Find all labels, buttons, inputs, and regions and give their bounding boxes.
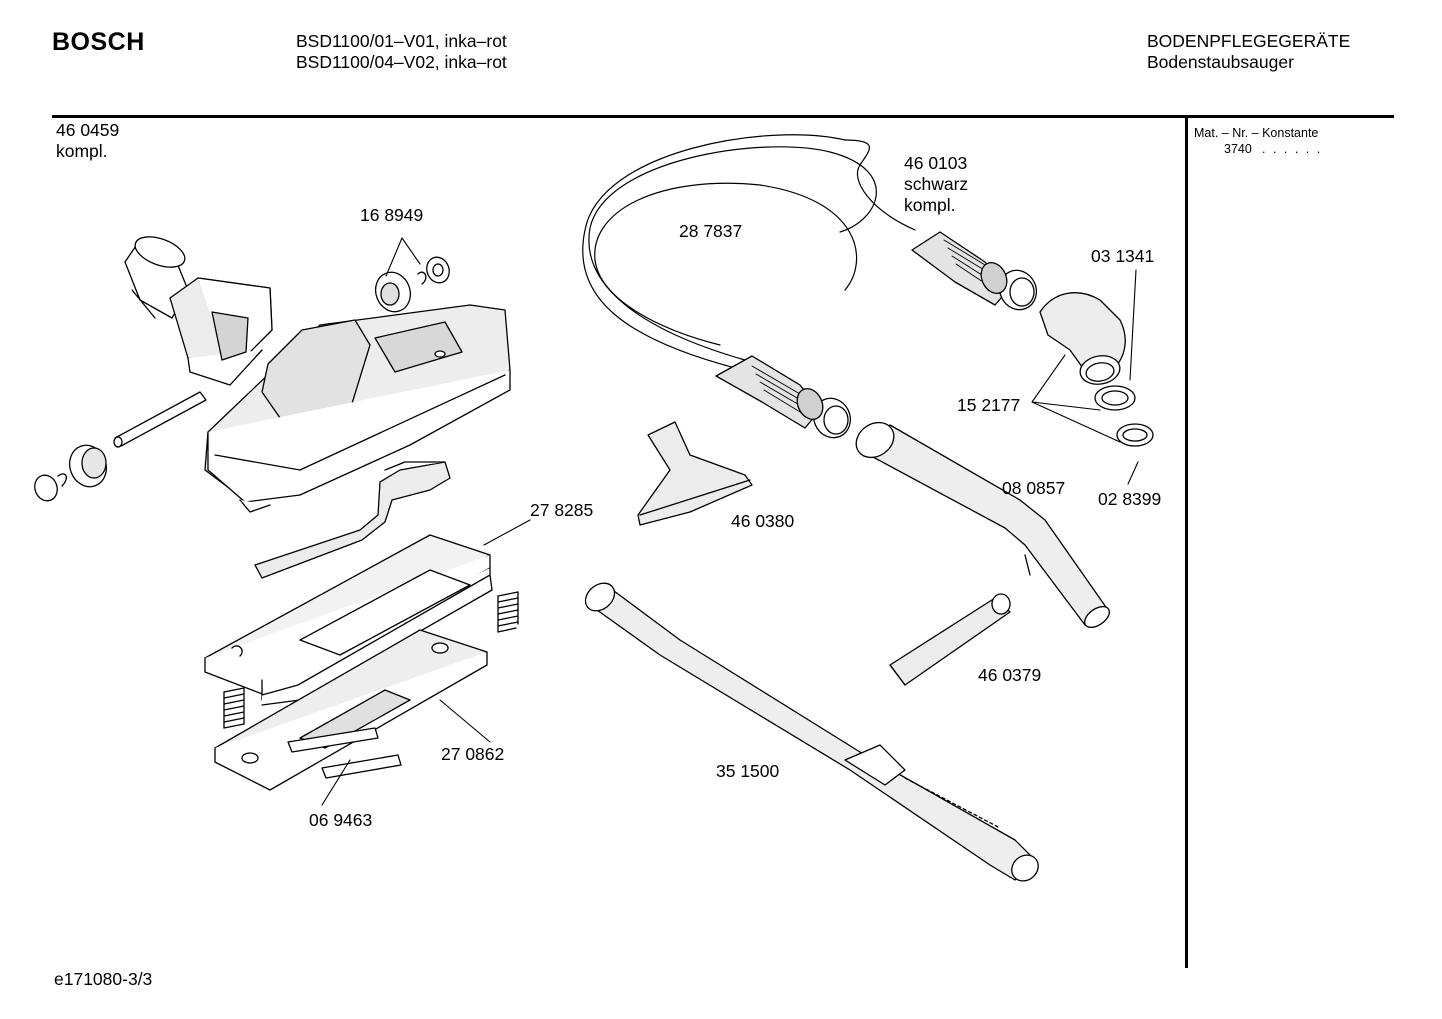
clip-ring-lower — [1117, 424, 1153, 446]
nozzle-wheel-right — [370, 254, 453, 317]
side-panel-divider — [1185, 118, 1188, 968]
nozzle-pedal-lever — [255, 462, 450, 578]
part-label-031341: 03 1341 — [1091, 246, 1155, 266]
part-label-152177: 15 2177 — [957, 395, 1021, 415]
part-label-069463: 06 9463 — [309, 810, 373, 830]
nozzle-sole-plate — [215, 630, 487, 790]
part-label-460103-note: kompl. — [904, 195, 956, 215]
header-divider — [52, 115, 1394, 118]
bosch-logo: BOSCH — [52, 28, 145, 56]
hose-connector-upper — [912, 232, 1043, 316]
part-label-460379: 46 0379 — [978, 665, 1042, 685]
nozzle-spring-right — [498, 592, 518, 632]
crevice-nozzle — [890, 594, 1010, 685]
model-line-2: BSD1100/04–V02, inka–rot — [296, 52, 507, 72]
part-label-270862: 27 0862 — [441, 744, 505, 764]
nozzle-wheel-left — [31, 440, 112, 504]
part-label-080857: 08 0857 — [1002, 478, 1066, 498]
part-label-460380: 46 0380 — [731, 511, 795, 531]
nozzle-brush-plate — [205, 535, 492, 705]
material-number-dots: . . . . . . — [1262, 142, 1323, 156]
nozzle-spring-left — [224, 688, 244, 728]
floor-nozzle-neck — [125, 231, 272, 385]
suction-hose — [583, 135, 915, 368]
hose-connector-lower — [716, 356, 857, 444]
page-code: e171080-3/3 — [54, 969, 153, 989]
assembly-number-label: 46 0459 — [56, 120, 120, 140]
part-label-028399: 02 8399 — [1098, 489, 1162, 509]
upholstery-nozzle — [638, 422, 752, 525]
part-label-460103-color: schwarz — [904, 174, 969, 194]
floor-nozzle-body — [205, 305, 510, 512]
subcategory-title: Bodenstaubsauger — [1147, 52, 1294, 72]
telescopic-tube — [580, 578, 1043, 887]
part-label-351500: 35 1500 — [716, 761, 780, 781]
hose-elbow — [1040, 293, 1125, 388]
clip-ring-upper — [1095, 386, 1135, 410]
material-number-label: Mat. – Nr. – Konstante — [1194, 126, 1319, 140]
model-line-1: BSD1100/01–V01, inka–rot — [296, 31, 507, 51]
part-label-287837: 28 7837 — [679, 221, 743, 241]
assembly-note-label: kompl. — [56, 141, 108, 161]
part-label-168949: 16 8949 — [360, 205, 424, 225]
leader-lines — [322, 238, 1138, 805]
material-number-value: 3740 — [1224, 142, 1252, 156]
nozzle-axle — [114, 392, 206, 447]
category-title: BODENPFLEGEGERÄTE — [1147, 31, 1351, 51]
part-label-460103: 46 0103 — [904, 153, 968, 173]
part-label-278285: 27 8285 — [530, 500, 594, 520]
handle-tube — [849, 415, 1113, 631]
